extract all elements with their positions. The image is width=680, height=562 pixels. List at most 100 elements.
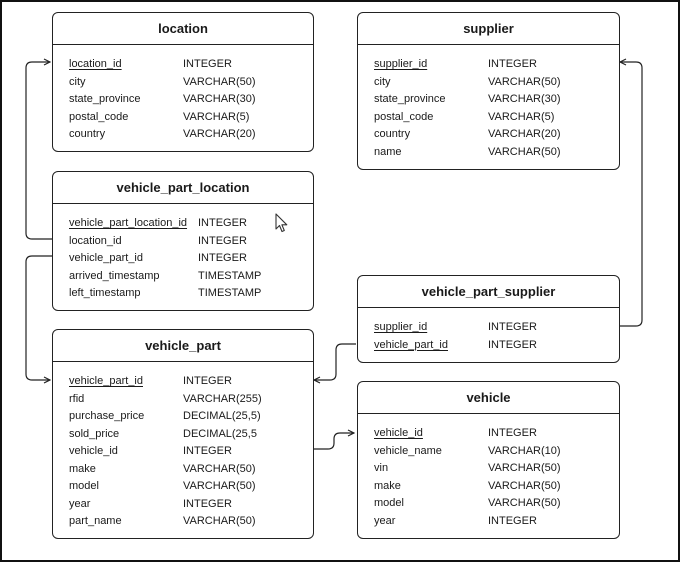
column-row: city VARCHAR(50) <box>53 74 313 92</box>
column-type: VARCHAR(5) <box>183 110 250 123</box>
column-list: location_id INTEGER city VARCHAR(50) state_p… <box>53 45 313 144</box>
column-row: state_province VARCHAR(30) <box>358 91 619 109</box>
column-name: postal_code <box>374 110 434 123</box>
table-title: supplier <box>358 13 619 45</box>
connector-vpl-location <box>25 62 52 240</box>
column-type: INTEGER <box>488 321 537 333</box>
column-row: vehicle_name VARCHAR(10) <box>358 443 619 461</box>
primary-key-name: vehicle_part_id <box>374 338 448 351</box>
table-title: vehicle <box>358 382 619 414</box>
column-row: state_province VARCHAR(30) <box>53 91 313 109</box>
connector-vp-vehicle <box>314 433 354 450</box>
column-name: arrived_timestamp <box>69 269 160 282</box>
column-type: VARCHAR(20) <box>183 128 256 140</box>
column-row: vin VARCHAR(50) <box>358 460 619 478</box>
column-type: INTEGER <box>183 497 232 510</box>
column-row: sold_price DECIMAL(25,5 <box>53 426 313 444</box>
column-row: supplier_id INTEGER <box>358 319 619 337</box>
column-name: vehicle_name <box>374 444 442 457</box>
column-type: VARCHAR(50) <box>488 75 561 88</box>
column-name: sold_price <box>69 427 120 440</box>
column-row: location_id INTEGER <box>53 56 313 74</box>
column-type: VARCHAR(50) <box>183 75 256 88</box>
column-type: INTEGER <box>183 445 232 457</box>
column-type: VARCHAR(255) <box>183 392 262 405</box>
column-name: make <box>69 462 96 475</box>
column-name: vin <box>374 462 389 474</box>
column-row: rfid VARCHAR(255) <box>53 391 313 409</box>
column-row: supplier_id INTEGER <box>358 56 619 74</box>
column-type: INTEGER <box>198 234 247 247</box>
column-name: rfid <box>69 392 85 405</box>
column-name: make <box>374 479 401 492</box>
column-type: INTEGER <box>488 514 537 527</box>
table-vehicle-part-location[interactable]: vehicle_part_location vehicle_part_locati… <box>52 171 314 311</box>
column-name: state_province <box>69 93 141 105</box>
column-row: vehicle_part_id INTEGER <box>53 250 313 268</box>
column-type: INTEGER <box>183 375 232 387</box>
column-row: postal_code VARCHAR(5) <box>358 109 619 127</box>
primary-key-name: supplier_id <box>374 58 428 70</box>
column-type: VARCHAR(50) <box>183 462 256 475</box>
column-name: year <box>374 514 396 527</box>
column-name: location_id <box>69 234 122 247</box>
primary-key-name: vehicle_id <box>374 427 423 439</box>
primary-key-name: location_id <box>69 58 122 70</box>
column-type: VARCHAR(50) <box>488 479 561 492</box>
column-name: part_name <box>69 515 122 527</box>
column-type: INTEGER <box>183 58 232 70</box>
column-name: city <box>69 75 86 88</box>
primary-key-name: vehicle_part_id <box>69 375 143 387</box>
column-type: VARCHAR(50) <box>488 145 561 158</box>
connector-vps-vehicle-part <box>314 343 356 380</box>
column-type: DECIMAL(25,5 <box>183 427 257 440</box>
column-name: state_province <box>374 93 446 105</box>
column-type: VARCHAR(50) <box>488 462 561 474</box>
column-row: vehicle_id INTEGER <box>358 425 619 443</box>
table-title: vehicle_part <box>53 330 313 362</box>
column-name: vehicle_part_id <box>69 252 143 264</box>
column-row: arrived_timestamp TIMESTAMP <box>53 268 313 286</box>
column-type: VARCHAR(50) <box>183 515 256 527</box>
column-type: INTEGER <box>488 427 537 439</box>
column-row: make VARCHAR(50) <box>53 461 313 479</box>
column-row: vehicle_part_id INTEGER <box>53 373 313 391</box>
table-title: vehicle_part_location <box>53 172 313 204</box>
column-row: make VARCHAR(50) <box>358 478 619 496</box>
column-row: year INTEGER <box>358 513 619 531</box>
connector-vpl-vehicle-part <box>25 255 52 380</box>
primary-key-name: supplier_id <box>374 321 428 333</box>
column-row: name VARCHAR(50) <box>358 144 619 162</box>
column-type: INTEGER <box>488 338 537 351</box>
column-row: vehicle_part_id INTEGER <box>358 337 619 355</box>
column-type: INTEGER <box>198 252 247 264</box>
column-name: name <box>374 145 402 158</box>
column-type: VARCHAR(10) <box>488 444 561 457</box>
column-type: TIMESTAMP <box>198 269 262 282</box>
connector-vps-supplier <box>618 62 643 327</box>
column-name: model <box>374 497 404 509</box>
column-type: VARCHAR(30) <box>488 93 561 105</box>
table-title: location <box>53 13 313 45</box>
column-type: VARCHAR(5) <box>488 110 555 123</box>
column-type: INTEGER <box>488 58 537 70</box>
table-location[interactable]: location location_id INTEGER city VARCHAR(50… <box>52 12 314 152</box>
column-type: VARCHAR(30) <box>183 93 256 105</box>
